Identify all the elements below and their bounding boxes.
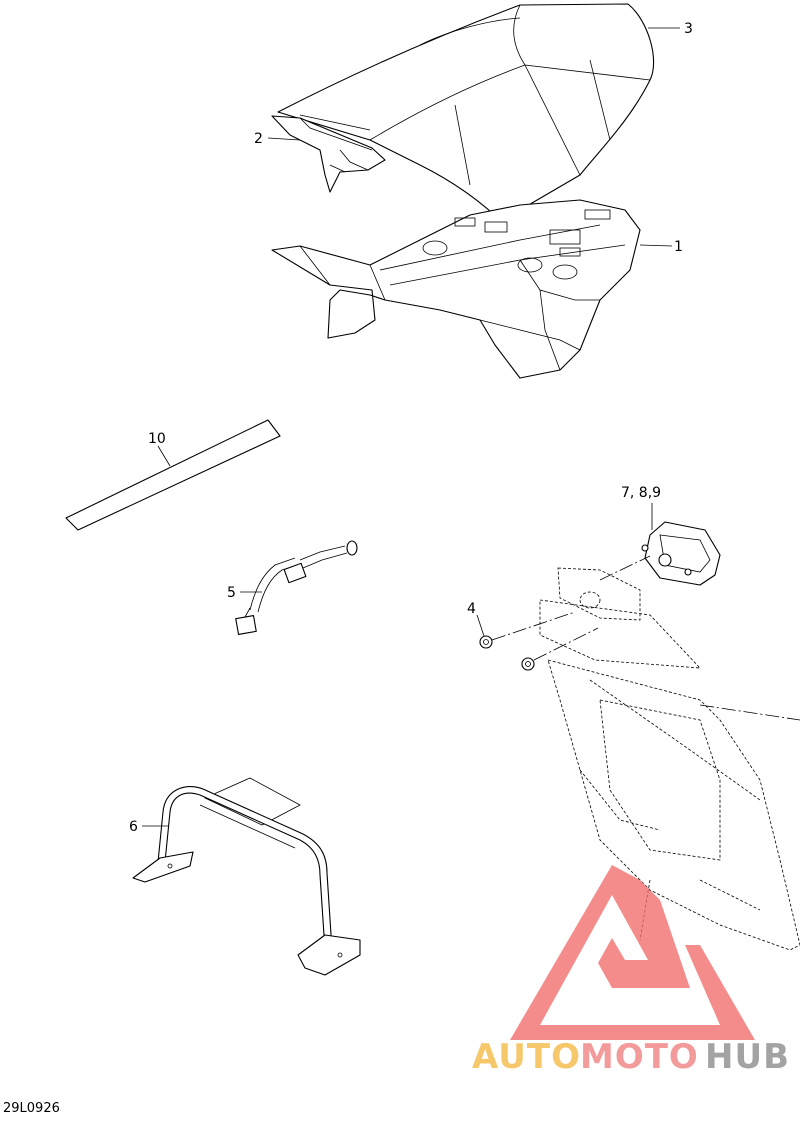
- logo-text-hub: HUB: [705, 1037, 790, 1077]
- seat-base-part: [271, 115, 386, 193]
- tail-body-part: [271, 199, 641, 379]
- callout-1: 1: [674, 239, 683, 255]
- callout-4: 4: [467, 601, 476, 617]
- grab-bar-part: [132, 777, 361, 976]
- callout-3: 3: [684, 21, 693, 37]
- callout-10: 10: [148, 431, 166, 447]
- leader-4: [476, 614, 485, 637]
- leader-2: [267, 137, 301, 141]
- logo-triangle-mark: [510, 865, 755, 1040]
- assembly-line-panel: [699, 704, 800, 721]
- assembly-line-nut1: [491, 611, 576, 641]
- decal-strip-part: [65, 419, 281, 531]
- callout-5: 5: [227, 585, 236, 601]
- leader-10: [157, 445, 171, 467]
- diagram-code: 29L0926: [3, 1101, 60, 1116]
- seat-top-part: [277, 3, 655, 226]
- nuts-part: [479, 635, 535, 671]
- reference-housing: [539, 567, 800, 951]
- logo-text-auto: AUTO: [472, 1037, 581, 1077]
- watermark-logo: AUTO MOTO HUB: [472, 865, 790, 1077]
- callout-7-8-9: 7, 8,9: [621, 485, 661, 501]
- callout-6: 6: [129, 819, 138, 835]
- callout-2: 2: [254, 131, 263, 147]
- light-assembly-part: [641, 521, 721, 586]
- wiring-harness-part: [235, 540, 358, 635]
- assembly-line-nut2: [533, 627, 599, 661]
- assembly-line-light: [599, 555, 651, 581]
- leader-1: [639, 244, 673, 247]
- logo-text-moto: MOTO: [580, 1037, 699, 1077]
